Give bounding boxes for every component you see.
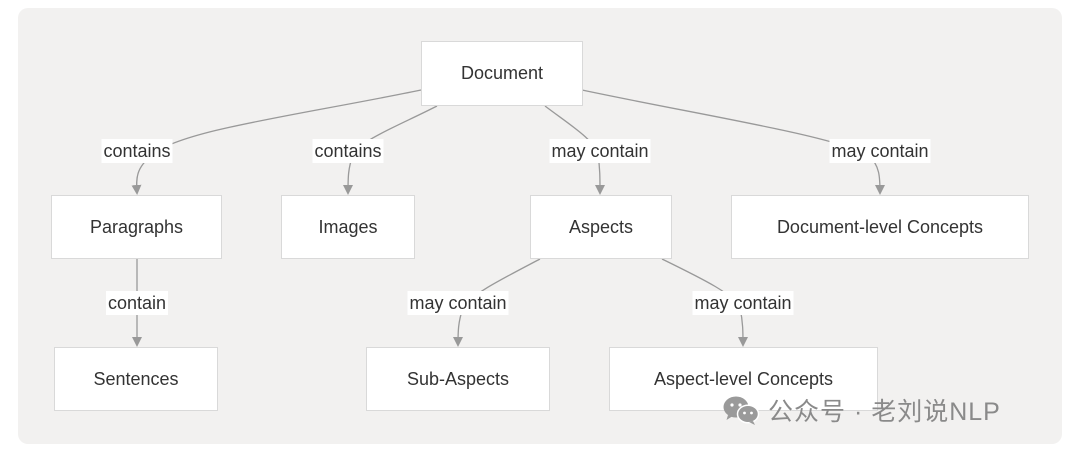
node-sentences[interactable]: Sentences xyxy=(54,347,218,411)
watermark: 公众号 · 老刘说NLP xyxy=(722,392,1001,428)
edge-label-contains: contains xyxy=(101,139,173,163)
node-sub-aspects[interactable]: Sub-Aspects xyxy=(366,347,550,411)
node-paragraphs[interactable]: Paragraphs xyxy=(51,195,222,259)
edge-label-may-contain: may contain xyxy=(407,291,509,315)
edge-label-may-contain: may contain xyxy=(692,291,794,315)
node-aspects[interactable]: Aspects xyxy=(530,195,672,259)
node-images[interactable]: Images xyxy=(281,195,415,259)
watermark-text: 公众号 · 老刘说NLP xyxy=(768,398,1001,426)
edge-label-may-contain: may contain xyxy=(549,139,651,163)
node-document-level-concepts[interactable]: Document-level Concepts xyxy=(731,195,1029,259)
edge-label-contains: contains xyxy=(312,139,384,163)
wechat-icon xyxy=(723,396,760,425)
edge-document-paragraphs xyxy=(131,89,422,195)
edge-label-may-contain: may contain xyxy=(829,139,931,163)
edge-label-contain: contain xyxy=(105,291,169,315)
node-document[interactable]: Document xyxy=(421,41,583,106)
